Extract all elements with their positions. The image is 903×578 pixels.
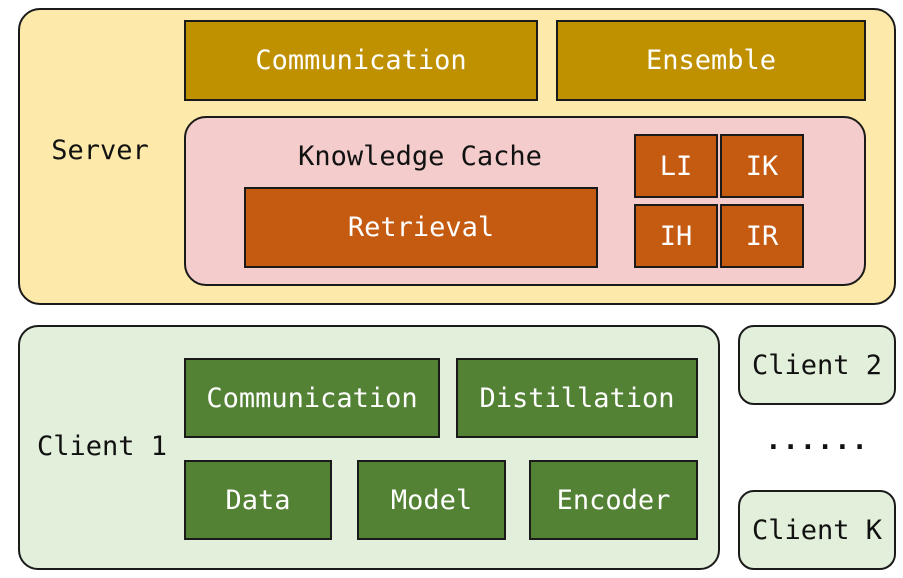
retrieval-module: Retrieval [244,187,598,268]
cache-cell-ir: IR [720,204,804,268]
client1-data-module: Data [184,460,332,540]
more-clients-ellipsis: ...... [765,424,869,456]
cache-cell-li: LI [634,134,718,198]
client1-distillation-module: Distillation [456,358,698,438]
client1-label: Client 1 [36,430,168,462]
cache-cell-ik: IK [720,134,804,198]
client2-box: Client 2 [738,325,896,405]
client1-model-module: Model [357,460,506,540]
cache-cell-ih: IH [634,204,718,268]
server-communication-module: Communication [184,20,538,101]
server-ensemble-module: Ensemble [556,20,866,101]
server-label: Server [51,134,149,166]
client1-communication-module: Communication [184,358,440,438]
client1-encoder-module: Encoder [529,460,698,540]
knowledge-cache-label: Knowledge Cache [298,140,542,172]
clientK-box: Client K [738,490,896,570]
